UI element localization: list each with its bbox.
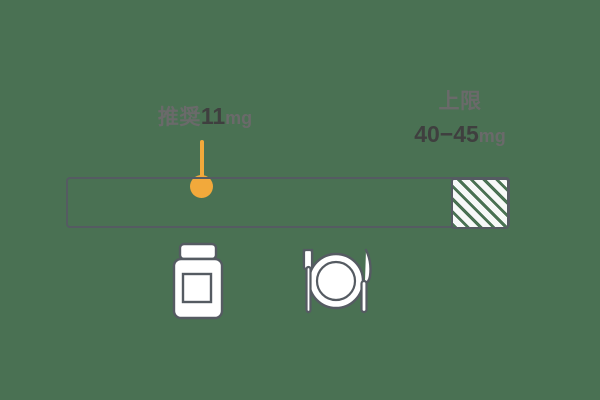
- recommended-marker-stem: [200, 140, 204, 188]
- upper-limit-label: 上限 40−45mg: [370, 90, 550, 148]
- dosage-scale-bar: [66, 177, 510, 229]
- recommended-dose-label: 推奨11mg: [115, 103, 295, 131]
- recommended-unit: mg: [225, 108, 253, 128]
- upper-limit-caption: 上限: [438, 90, 482, 113]
- recommended-caption: 推奨: [157, 106, 201, 129]
- upper-limit-unit: mg: [478, 125, 506, 146]
- upper-limit-hatched-zone: [451, 178, 509, 229]
- pill-bottle-icon: [170, 242, 226, 320]
- recommended-marker-dot[interactable]: [190, 175, 213, 198]
- upper-limit-value: 40−45: [414, 120, 479, 147]
- recommended-value: 11: [200, 103, 226, 129]
- plate-fork-knife-icon: [296, 246, 374, 316]
